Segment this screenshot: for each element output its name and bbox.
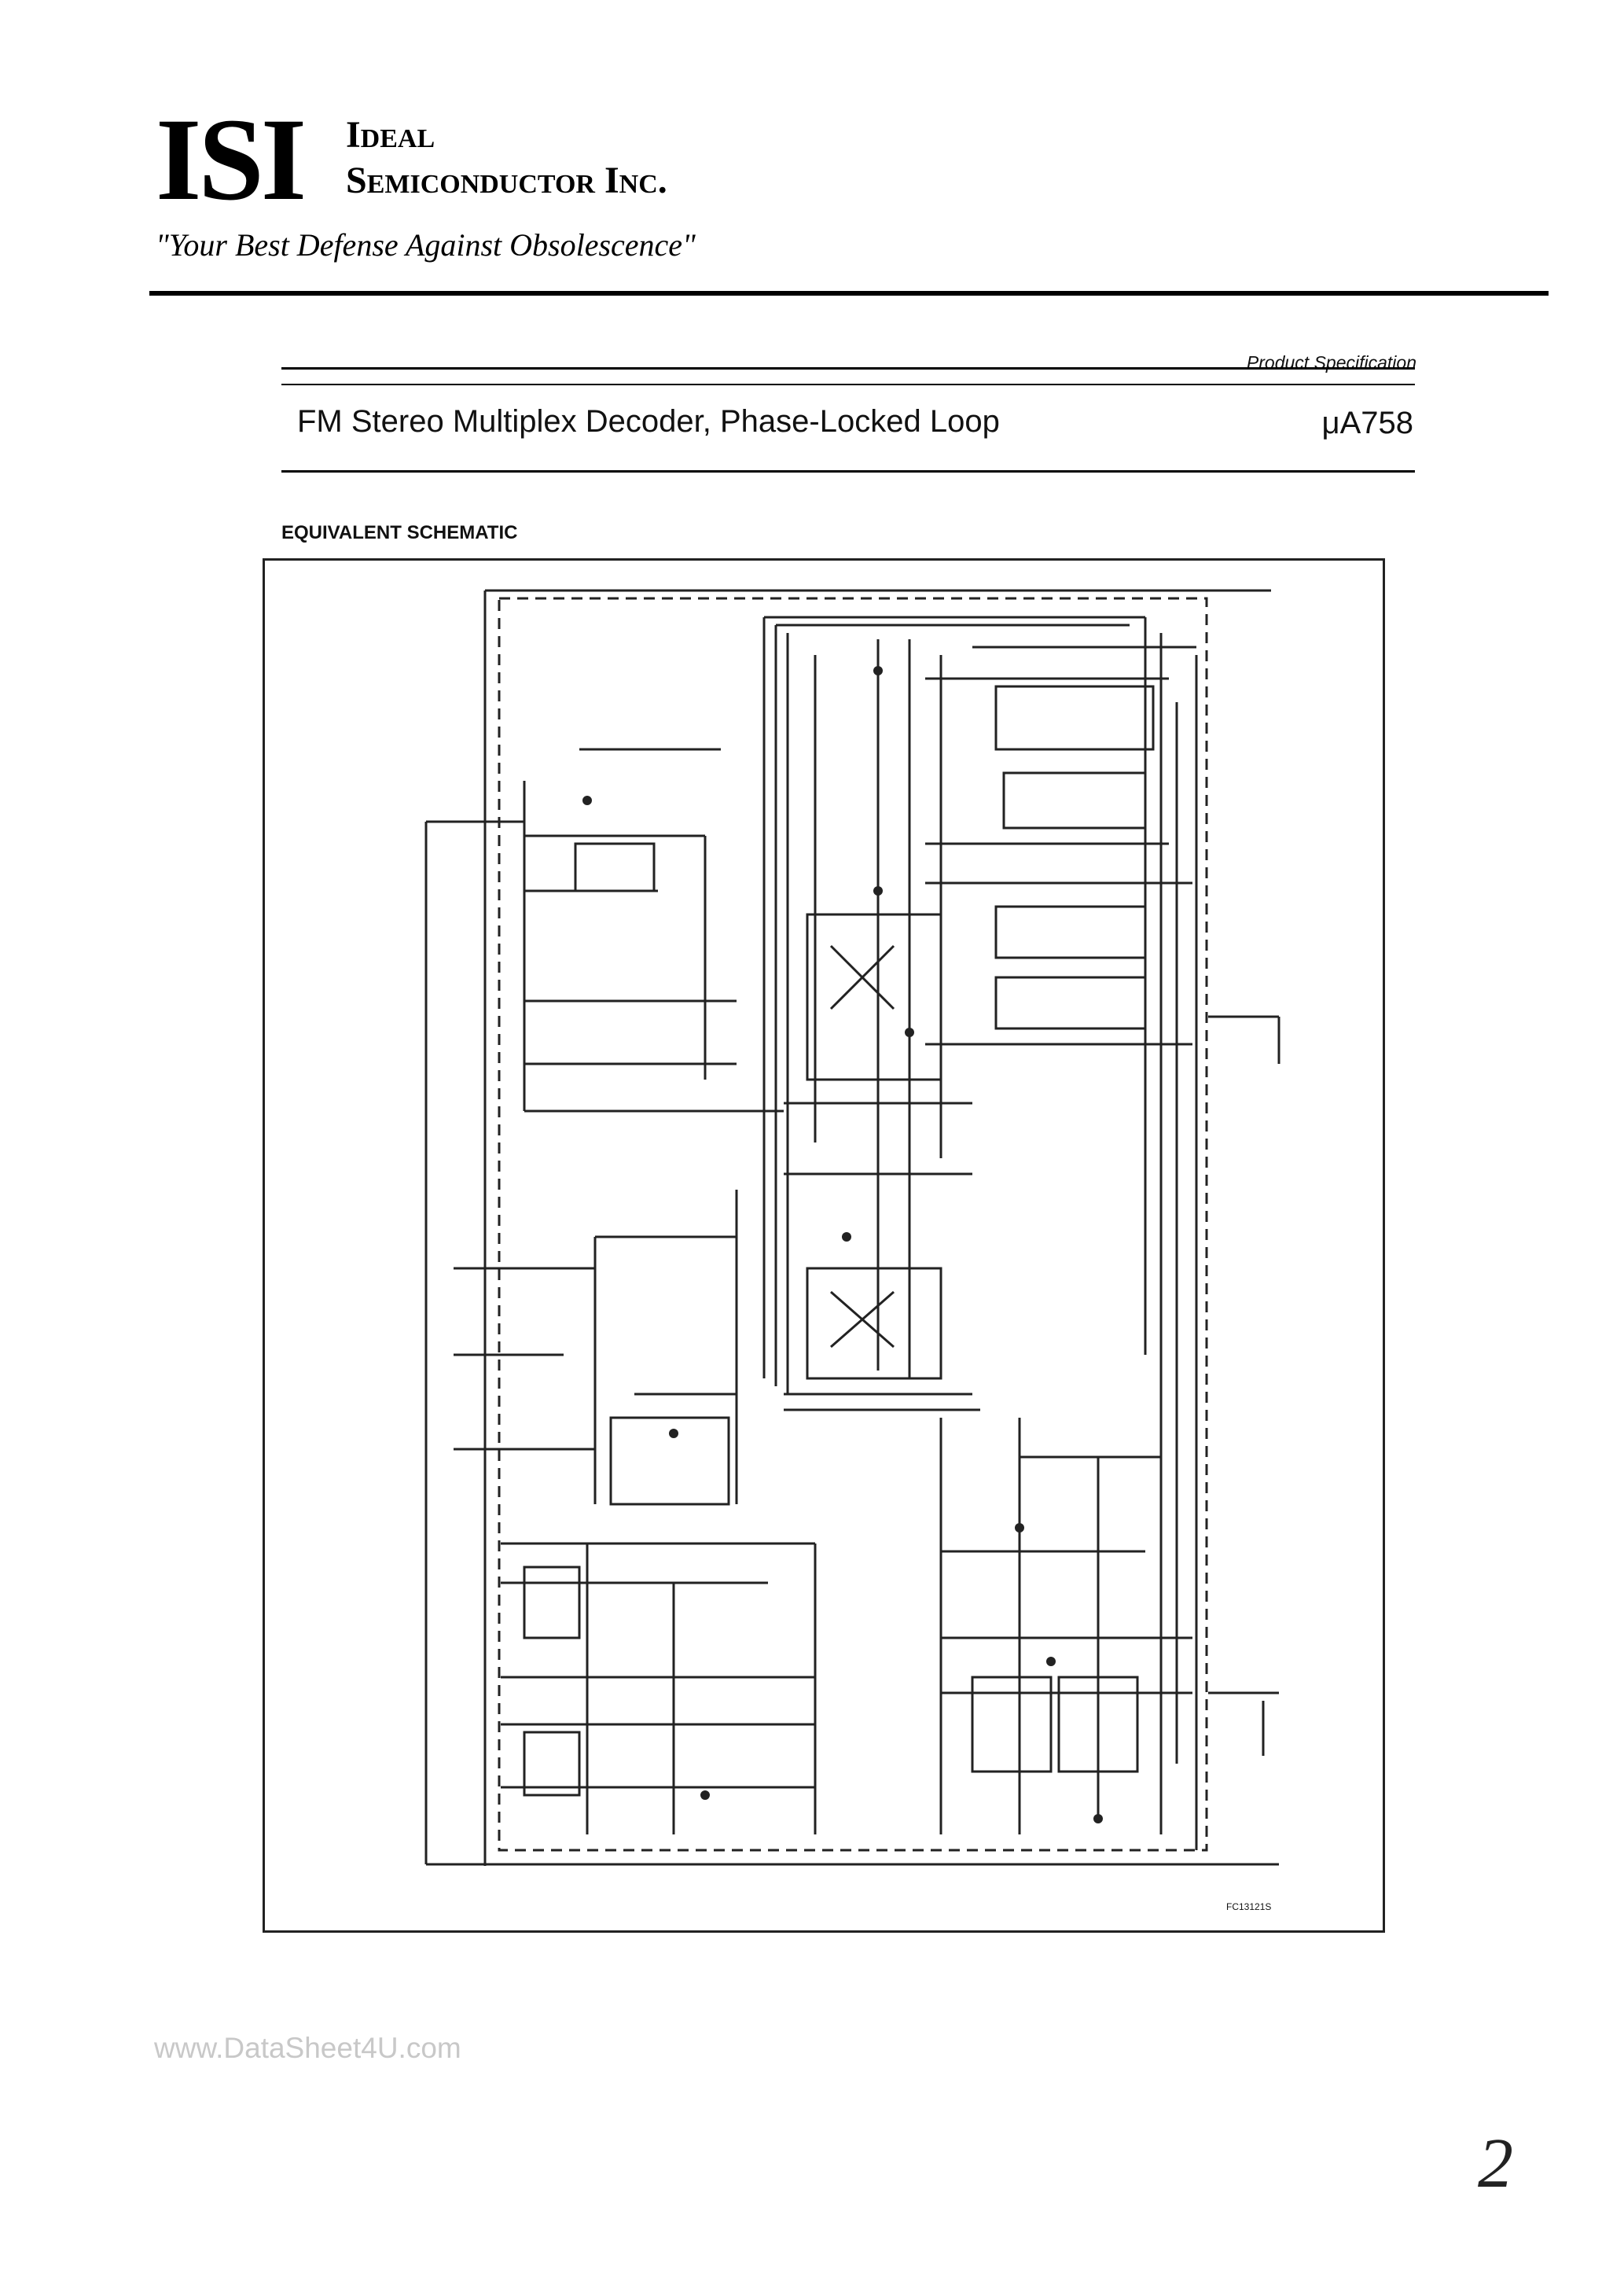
- watermark: www.DataSheet4U.com: [154, 2032, 461, 2064]
- chip-boundary: [498, 597, 1208, 1852]
- company-logo: ISI: [156, 94, 307, 225]
- spec-rule-bottom: [281, 470, 1415, 473]
- schematic-diagram: [424, 589, 1280, 1866]
- section-heading: EQUIVALENT SCHEMATIC: [281, 522, 518, 543]
- part-number: μA758: [1321, 406, 1413, 440]
- page-mark: 2: [1478, 2125, 1513, 2202]
- schematic-frame: [263, 558, 1385, 1933]
- spec-rule-top: [281, 367, 1415, 370]
- document-title: FM Stereo Multiplex Decoder, Phase-Locke…: [297, 404, 1000, 439]
- spec-rule-top-2: [281, 384, 1415, 385]
- header-divider: [149, 291, 1549, 296]
- company-name-line-2: Semiconductor Inc.: [346, 160, 667, 201]
- spec-label: Product Specification: [1246, 352, 1416, 373]
- company-name-line-1: Ideal: [346, 114, 435, 156]
- company-tagline: "Your Best Defense Against Obsolescence": [156, 227, 696, 263]
- figure-code: FC13121S: [1226, 1901, 1272, 1912]
